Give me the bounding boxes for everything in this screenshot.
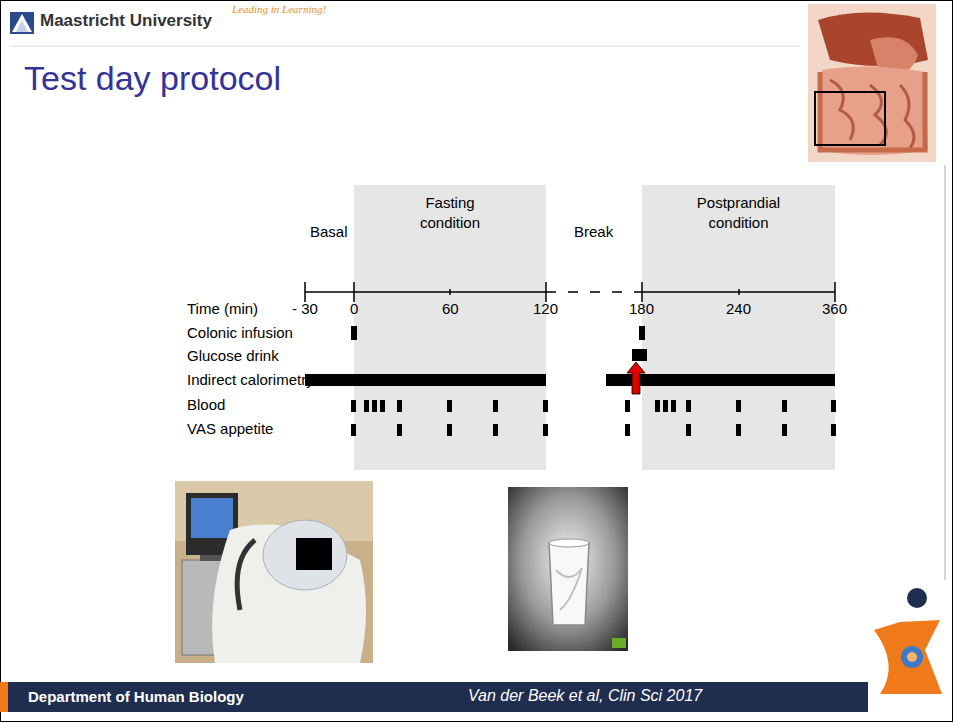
axis-title: Time (min) [187,300,258,318]
protocol-bars [305,326,836,436]
tagline: Leading in Learning! [232,3,326,16]
phase-label: Break [574,223,613,241]
node-text: Fasting condition [400,193,500,234]
node-text: Department of Human Biology [28,687,244,707]
tick-label: 180 [629,300,654,318]
row-label: Colonic infusion [187,324,293,342]
glass-photo [508,487,628,651]
red-arrow [627,362,645,394]
row-label: Blood [187,396,225,414]
department-logo [874,588,942,694]
row-label: Indirect calorimetry [187,371,314,389]
tick-label: 240 [726,300,751,318]
condition-band: Fasting condition [354,185,546,470]
tick-label: - 30 [292,300,318,318]
tick-label: 60 [442,300,459,318]
slide-title: Test day protocol [24,58,281,99]
condition-band: Postprandial condition [642,185,835,470]
university-name: Maastricht University [40,11,212,31]
tick-label: 0 [350,300,358,318]
university-logo [10,12,34,34]
citation: Van der Beek et al, Clin Sci 2017 [468,686,702,705]
tick-label: 360 [822,300,847,318]
node-text: Postprandial condition [689,193,789,234]
phase-label: Basal [310,223,348,241]
row-label: Glucose drink [187,347,279,365]
tick-label: 120 [533,300,558,318]
anatomy-illustration [808,4,936,162]
footer-bar: Department of Human Biology [0,682,868,712]
row-label: VAS appetite [187,420,273,438]
calorimetry-photo [175,481,373,663]
time-axis [305,282,835,302]
